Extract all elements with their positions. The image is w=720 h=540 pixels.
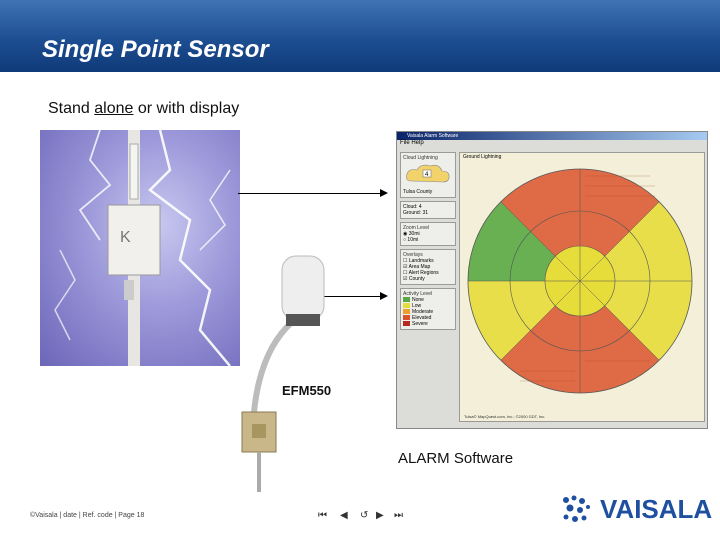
map-footer: Tulsa© MapQuest.com, Inc.; ©2000 GDT, In… (464, 414, 546, 419)
activity-title: Activity Level (403, 291, 433, 297)
alarm-software-window: Vaisala Alarm Software File Help Cloud L… (396, 131, 708, 429)
zoom-option-10[interactable]: ○ 10mi (403, 237, 419, 243)
efm550-label: EFM550 (282, 383, 332, 398)
efm550-sensor-image (241, 255, 325, 492)
overlay-alert-regions-label: Alert Regions (408, 270, 439, 276)
activity-elevated-swatch (403, 315, 410, 321)
subtitle-underlined: alone (94, 100, 134, 117)
overlay-county[interactable]: ☑ County (403, 276, 425, 282)
overlays-title: Overlays (403, 252, 423, 258)
subtitle-after: or with display (133, 100, 240, 117)
activity-moderate-swatch (403, 309, 410, 315)
location-label: Tulsa County (403, 189, 433, 195)
overlay-area-map-label: Area Map (408, 264, 431, 270)
last-slide-icon[interactable]: ⏭ (394, 510, 403, 521)
activity-severe-label: Severe (412, 321, 428, 327)
zoom-option-30[interactable]: ◉ 30mi (403, 231, 420, 237)
slide-footer: ©Vaisala | date | Ref. code | Page 18 (30, 512, 145, 519)
app-left-panel: Cloud Lightning 4 Tulsa County Cloud: 4 … (400, 152, 456, 420)
ground-count: Ground: 31 (403, 210, 429, 216)
activity-low-swatch (403, 303, 410, 309)
first-slide-icon[interactable]: ⏮ (318, 510, 327, 521)
activity-none-label: None (412, 297, 424, 303)
zoom-option-30-label: 30mi (408, 231, 420, 237)
overlay-county-label: County (408, 276, 425, 282)
arrow-upper-head (380, 189, 388, 197)
title-bar: Single Point Sensor (0, 0, 720, 72)
svg-text:4: 4 (425, 172, 429, 178)
zoom-option-10-label: 10mi (407, 237, 419, 243)
vaisala-logo-icon (563, 495, 590, 522)
alarm-software-label: ALARM Software (398, 450, 514, 467)
cloud-icon: 4 (406, 164, 450, 183)
svg-text:K: K (120, 229, 131, 246)
arrow-lower-head (380, 292, 388, 300)
return-icon[interactable]: ↺ (360, 510, 369, 521)
activity-elevated: Elevated (403, 315, 453, 321)
alert-zone-wheel (467, 168, 693, 394)
overlays-panel: Overlays ☐ Landmarks ☑ Area Map ☐ Alert … (400, 249, 456, 285)
subtitle-before: Stand (48, 100, 95, 117)
cloud-lightning-panel: Cloud Lightning 4 Tulsa County (400, 152, 456, 198)
slide-subtitle: Stand alone or with display (48, 100, 239, 118)
arrow-lower-line (322, 296, 380, 297)
arrow-upper-line (238, 193, 380, 194)
activity-moderate: Moderate (403, 309, 453, 315)
counts-panel: Cloud: 4 Ground: 31 (400, 201, 456, 219)
activity-low-label: Low (412, 303, 422, 309)
activity-elevated-label: Elevated (412, 315, 432, 321)
overlay-area-map[interactable]: ☑ Area Map (403, 264, 431, 270)
overlay-landmarks[interactable]: ☐ Landmarks (403, 258, 434, 264)
lightning-map[interactable]: Ground Lightning Tu (459, 152, 705, 422)
lightning-sensor-photo: K (40, 130, 240, 366)
cloud-count: Cloud: 4 (403, 204, 422, 210)
activity-none-swatch (403, 297, 410, 303)
next-slide-icon[interactable]: ▶ (376, 510, 384, 521)
overlay-landmarks-label: Landmarks (408, 258, 434, 264)
app-titlebar: Vaisala Alarm Software (397, 132, 707, 140)
cloud-lightning-title: Cloud Lightning (403, 155, 438, 161)
activity-panel: Activity Level None Low Moderate Elevate… (400, 288, 456, 330)
ground-lightning-title: Ground Lightning (463, 154, 502, 160)
zoom-panel: Zoom Level ◉ 30mi ○ 10mi (400, 222, 456, 246)
app-window-title: Vaisala Alarm Software (407, 133, 459, 139)
vaisala-brand: VAISALA (600, 494, 713, 524)
activity-low: Low (403, 303, 453, 309)
previous-slide-icon[interactable]: ◀ (340, 510, 348, 521)
zoom-title: Zoom Level (403, 225, 430, 231)
activity-severe-swatch (403, 321, 410, 327)
activity-none: None (403, 297, 453, 303)
slide-title: Single Point Sensor (42, 36, 269, 63)
activity-severe: Severe (403, 321, 453, 327)
activity-moderate-label: Moderate (412, 309, 434, 315)
app-menubar[interactable]: File Help (400, 140, 424, 146)
overlay-alert-regions[interactable]: ☐ Alert Regions (403, 270, 439, 276)
